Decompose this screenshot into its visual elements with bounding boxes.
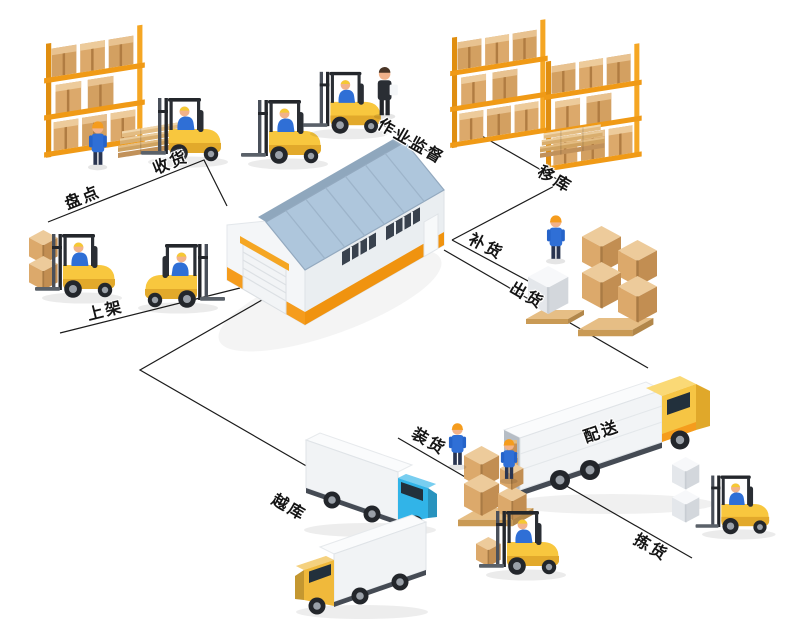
worker-icon — [448, 423, 467, 471]
box-icon — [582, 262, 621, 309]
box-icon — [618, 276, 657, 323]
warehouse-roof — [265, 141, 445, 271]
pallet-icon — [578, 318, 654, 337]
scene-delivery — [448, 376, 776, 581]
storage-rack-icon — [450, 18, 548, 149]
scene-receiving — [44, 24, 228, 171]
scene-putaway — [29, 230, 225, 314]
line-crossdock — [138, 299, 349, 491]
line-transfer — [451, 127, 564, 241]
white-box-icon — [672, 490, 700, 523]
scene-crossdock — [294, 432, 438, 620]
scene-replenishment — [526, 215, 657, 337]
white-box-icon — [672, 457, 700, 490]
line-loading — [397, 437, 473, 482]
line-picking — [555, 479, 693, 559]
warehouse-building — [218, 137, 445, 352]
scene-transfer — [450, 18, 642, 173]
warehouse-side-door — [423, 213, 439, 258]
worker-icon — [546, 215, 566, 265]
forklift-icon — [138, 244, 225, 314]
line-supervision — [377, 121, 437, 157]
